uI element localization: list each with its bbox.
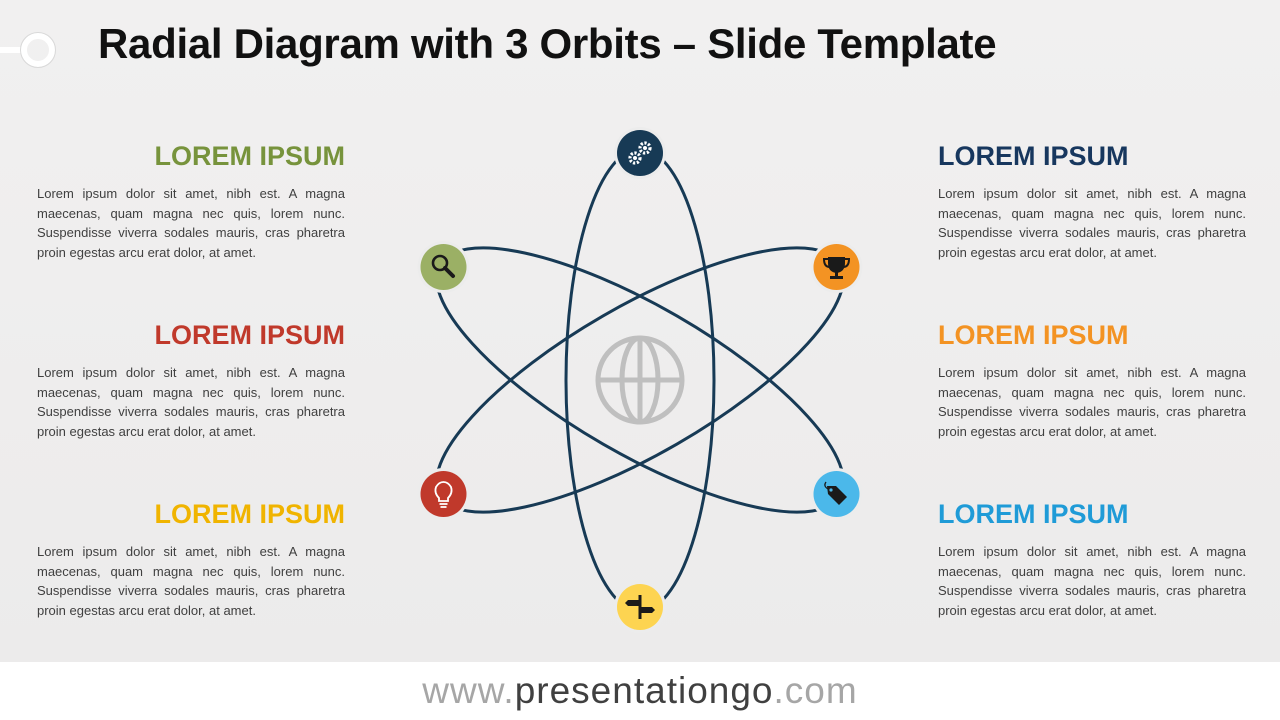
price-tag-icon [824, 481, 847, 505]
text-block-2: LOREM IPSUM Lorem ipsum dolor sit amet, … [37, 319, 345, 441]
text-block-6: LOREM IPSUM Lorem ipsum dolor sit amet, … [938, 498, 1246, 620]
block-heading: LOREM IPSUM [154, 320, 345, 350]
globe-icon [595, 335, 685, 425]
node-signpost [614, 581, 666, 633]
node-gears [614, 127, 666, 179]
block-heading: LOREM IPSUM [154, 499, 345, 529]
radial-orbit-diagram [417, 127, 863, 633]
gears-icon [628, 141, 652, 165]
block-body: Lorem ipsum dolor sit amet, nibh est. A … [37, 186, 345, 260]
block-heading: LOREM IPSUM [938, 320, 1129, 350]
block-heading: LOREM IPSUM [938, 499, 1129, 529]
magnifier-icon [431, 254, 455, 278]
footer-prefix: www. [422, 670, 515, 711]
footer-url[interactable]: www.presentationgo.com [0, 662, 1280, 720]
node-price-tag [810, 468, 863, 520]
node-magnifier [417, 241, 470, 293]
node-trophy [810, 241, 863, 293]
lightbulb-icon [434, 481, 453, 508]
footer-brand: presentationgo [514, 670, 774, 711]
block-body: Lorem ipsum dolor sit amet, nibh est. A … [938, 365, 1246, 439]
text-block-1: LOREM IPSUM Lorem ipsum dolor sit amet, … [37, 140, 345, 262]
trophy-icon [822, 257, 851, 279]
block-heading: LOREM IPSUM [154, 141, 345, 171]
text-block-5: LOREM IPSUM Lorem ipsum dolor sit amet, … [938, 319, 1246, 441]
footer-suffix: .com [773, 670, 858, 711]
text-block-4: LOREM IPSUM Lorem ipsum dolor sit amet, … [938, 140, 1246, 262]
slide-title: Radial Diagram with 3 Orbits – Slide Tem… [98, 20, 997, 67]
signpost-icon [625, 595, 655, 619]
node-lightbulb [417, 468, 470, 520]
block-heading: LOREM IPSUM [938, 141, 1129, 171]
slide-background [0, 0, 1280, 662]
pin-icon [0, 32, 56, 68]
block-body: Lorem ipsum dolor sit amet, nibh est. A … [938, 544, 1246, 618]
block-body: Lorem ipsum dolor sit amet, nibh est. A … [938, 186, 1246, 260]
block-body: Lorem ipsum dolor sit amet, nibh est. A … [37, 544, 345, 618]
text-block-3: LOREM IPSUM Lorem ipsum dolor sit amet, … [37, 498, 345, 620]
block-body: Lorem ipsum dolor sit amet, nibh est. A … [37, 365, 345, 439]
